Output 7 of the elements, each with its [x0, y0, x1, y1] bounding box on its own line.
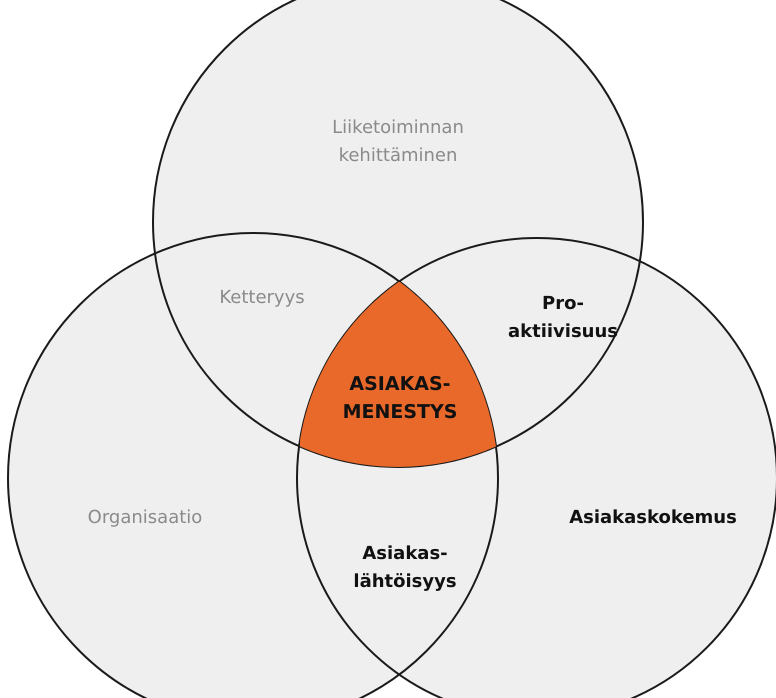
overlap-label: Pro- aktiivisuus	[506, 292, 620, 344]
circle-label: Liiketoiminnan kehittäminen	[331, 116, 465, 168]
circle-label: Organisaatio	[86, 506, 204, 530]
overlap-label: Asiakas- lähtöisyys	[352, 542, 458, 594]
center-label: ASIAKAS- MENESTYS	[342, 372, 458, 425]
overlap-label: Ketteryys	[218, 286, 306, 310]
circle-label: Asiakaskokemus	[568, 506, 738, 530]
